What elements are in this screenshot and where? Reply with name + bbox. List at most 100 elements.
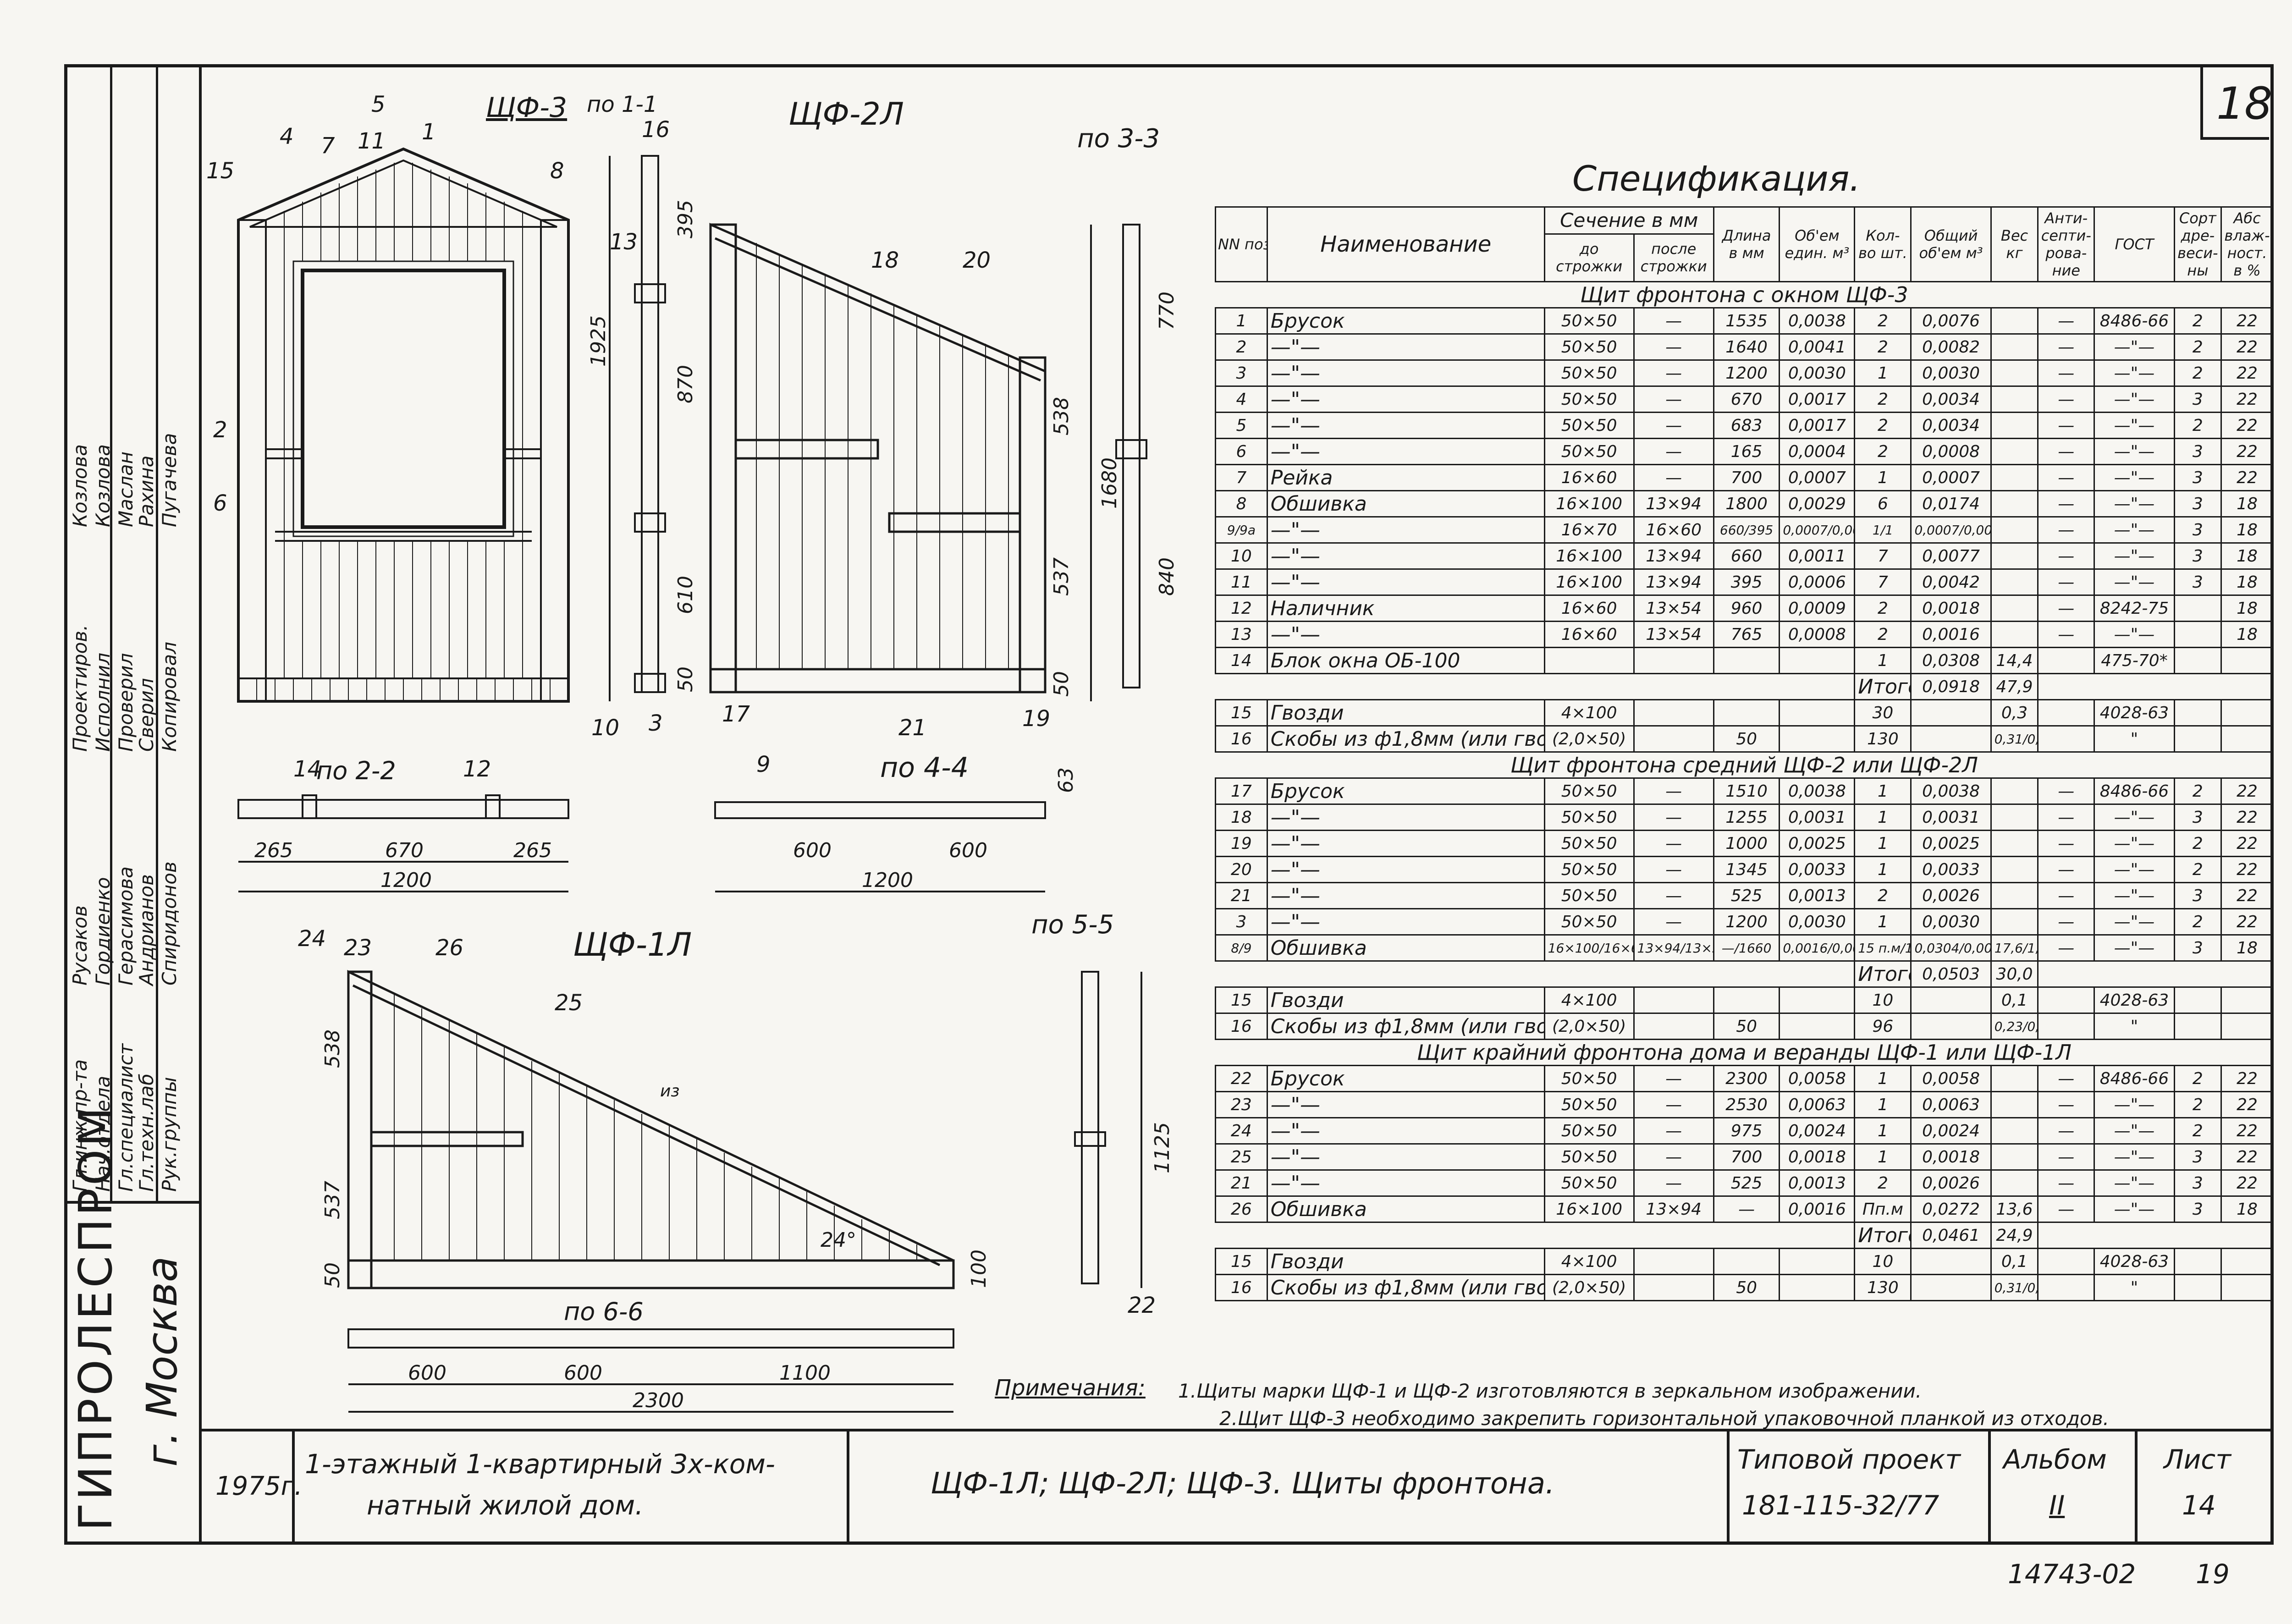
dim-1200a: 1200: [380, 869, 432, 892]
spec-cell: 18: [2220, 516, 2274, 544]
spec-cell: —: [1633, 882, 1714, 909]
spec-cell: 50: [1713, 1274, 1780, 1301]
spec-cell: [1990, 595, 2039, 622]
spec-cell: 1535: [1713, 307, 1780, 335]
spec-cell: 0,0004: [1779, 438, 1856, 465]
tb-sheet-title: ЩФ-1Л; ЩФ-2Л; ЩФ-3. Щиты фронтона.: [931, 1467, 1555, 1501]
spec-section-title-text: Щит крайний фронтона дома и веранды ЩФ-1…: [1215, 1039, 2273, 1066]
spec-cell: 0,0174: [1910, 490, 1992, 517]
hdr-before: до строжки: [1543, 233, 1635, 283]
spec-cell: 0,0025: [1910, 830, 1992, 857]
spec-total-weight: 47,9: [1990, 673, 2039, 700]
spec-cell: 1: [1854, 359, 1912, 387]
spec-cell: 0,0026: [1910, 882, 1992, 909]
spec-cell: 50×50: [1543, 856, 1635, 883]
spec-cell: 3: [2173, 804, 2222, 831]
dim-537b: 537: [321, 1181, 344, 1219]
spec-cell: 22: [2220, 307, 2274, 335]
spec-cell: 0,0308: [1910, 647, 1992, 674]
spec-cell: 22: [2220, 856, 2274, 883]
corner-number: 18: [2216, 78, 2273, 129]
hdr-qty: Кол-во шт.: [1854, 206, 1912, 282]
dim-2300: 2300: [633, 1389, 684, 1412]
spec-cell: 1: [1854, 830, 1912, 857]
spec-cell: 4: [1215, 385, 1268, 413]
spec-cell: 15: [1215, 986, 1268, 1014]
callout-25: 25: [555, 990, 583, 1016]
spec-cell: [1990, 882, 2039, 909]
spec-cell: 1: [1854, 804, 1912, 831]
spec-cell: —"—: [2094, 333, 2175, 361]
spec-cell: 16: [1215, 725, 1268, 753]
spec-cell: 18: [2220, 490, 2274, 517]
spec-cell: 50×50: [1543, 882, 1635, 909]
spec-cell: 16×100: [1543, 1195, 1635, 1223]
spec-cell: —"—: [1266, 1143, 1545, 1171]
spec-cell: 8: [1215, 490, 1268, 517]
spec-cell: —"—: [1266, 333, 1545, 361]
spec-cell: Брусок: [1266, 777, 1545, 805]
spec-cell: 22: [2220, 882, 2274, 909]
spec-cell: 9/9а: [1215, 516, 1268, 544]
spec-cell: 22: [2220, 1169, 2274, 1197]
po-1-1: по 1-1: [587, 92, 658, 117]
spec-cell: 3: [2173, 882, 2222, 909]
spec-cell: 765: [1713, 621, 1780, 648]
spec-cell: 13,6: [1990, 1195, 2039, 1223]
spec-table: NN поз. Наименование Сечение в мм Длина …: [1215, 206, 2274, 1301]
spec-cell: [1990, 621, 2039, 648]
spec-cell: [1633, 1274, 1714, 1301]
spec-cell: 2: [1215, 333, 1268, 361]
spec-cell: 1200: [1713, 359, 1780, 387]
spec-cell: 0,0017: [1779, 385, 1856, 413]
spec-cell: —: [1633, 1169, 1714, 1197]
spec-cell: [1779, 647, 1856, 674]
spec-cell: [2173, 1013, 2222, 1040]
spec-cell: 1: [1854, 856, 1912, 883]
spec-cell: [1990, 856, 2039, 883]
callout-19: 19: [1022, 706, 1051, 732]
spec-cell: 683: [1713, 412, 1780, 439]
spec-cell: 25: [1215, 1143, 1268, 1171]
left-strip-divider: [64, 1201, 202, 1204]
spec-total-rest: [2037, 673, 2274, 700]
spec-cell: —"—: [2094, 830, 2175, 857]
spec-cell: [2220, 1013, 2274, 1040]
spec-cell: 0,0034: [1910, 385, 1992, 413]
spec-cell: [1633, 699, 1714, 727]
spec-cell: 0,0018: [1910, 595, 1992, 622]
spec-cell: [1990, 777, 2039, 805]
spec-cell: 21: [1215, 1169, 1268, 1197]
spec-cell: [2037, 699, 2095, 727]
left-strip: [64, 64, 202, 1545]
spec-cell: [1990, 1065, 2039, 1092]
spec-cell: 50×50: [1543, 1143, 1635, 1171]
callout-9: 9: [756, 752, 771, 777]
callout-10: 10: [591, 715, 620, 741]
spec-cell: [2037, 1013, 2095, 1040]
spec-cell: —"—: [1266, 804, 1545, 831]
spec-cell: (2,0×50): [1543, 1013, 1635, 1040]
spec-cell: 2: [1854, 621, 1912, 648]
spec-cell: 1: [1854, 464, 1912, 491]
spec-cell: 1/1: [1854, 516, 1912, 544]
hdr-grade: Сорт дре-веси-ны: [2173, 206, 2222, 282]
dim-1125: 1125: [1151, 1122, 1174, 1173]
dim-670: 670: [385, 839, 424, 862]
title-block-lines: [202, 1430, 2274, 1545]
spec-cell: —: [1633, 385, 1714, 413]
spec-cell: [1779, 1248, 1856, 1275]
spec-cell: —"—: [2094, 621, 2175, 648]
spec-cell: [2173, 595, 2222, 622]
spec-cell: Блок окна ОБ-100: [1266, 647, 1545, 674]
spec-cell: [1990, 359, 2039, 387]
spec-cell: —: [2037, 595, 2095, 622]
spec-cell: 0,0013: [1779, 1169, 1856, 1197]
spec-cell: 8486-66: [2094, 777, 2175, 805]
spec-cell: 3: [1215, 908, 1268, 936]
